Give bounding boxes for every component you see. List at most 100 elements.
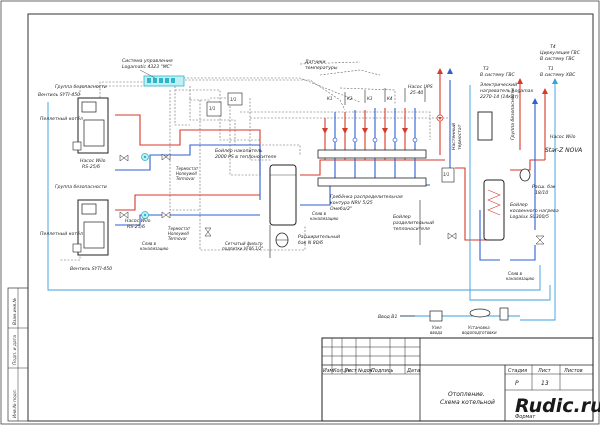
- water-meter-a: Узел: [432, 325, 442, 330]
- tb-title-2: Схема котельной: [440, 399, 495, 406]
- expansion-tank-a: Расш. бак: [532, 184, 556, 190]
- buffer-tank-a: Бойлер накопитель: [215, 148, 263, 154]
- stamp-sign-date: Подп. и дата: [12, 335, 18, 365]
- tb-header-4: Подпись: [371, 368, 394, 374]
- flow-arrows: [437, 68, 558, 104]
- t1-label: T1: [548, 66, 554, 72]
- buffer-tank-b: 2000 PS в теплоносителе: [215, 154, 276, 160]
- top-notes-b: температуры: [305, 66, 338, 71]
- watermark: Rudic.ru: [515, 395, 600, 417]
- water-inlet-group: [400, 307, 509, 322]
- thermostat-2-a: Термостат: [168, 226, 191, 231]
- drawing-frame: [27, 13, 594, 422]
- fan-2-label: Вентиль SYTI-450: [70, 266, 112, 272]
- safety-valve-label: Группа безопасности: [510, 88, 516, 140]
- drain-2-b: канализацию: [310, 216, 339, 221]
- pump-ups-a: Насос UPS: [408, 84, 433, 90]
- relay-box-2: [227, 92, 243, 106]
- thermostat-1-b: Honeywell: [176, 171, 198, 176]
- tb-sheet-value: 13: [541, 380, 549, 387]
- tb-header-2: Лист: [343, 368, 358, 374]
- distribution-b: контура NRV 5/25: [330, 200, 373, 206]
- pump-2: [141, 211, 149, 219]
- heater-c: 2270-14 (14кВт): [480, 94, 519, 100]
- boiler-ind-c: Logalux SU300/5: [510, 214, 549, 220]
- t4-detail: В систему ГВС: [540, 56, 576, 62]
- pump-1: [141, 153, 149, 161]
- relay-box-3-label: 1/1: [443, 172, 449, 177]
- tb-stage-value: Р: [515, 380, 519, 387]
- relay-box-1: [206, 101, 222, 117]
- loop-2-label: К2: [347, 96, 353, 101]
- tb-title-1: Отопление.: [448, 391, 485, 398]
- tb-header-5: Дата: [406, 368, 420, 374]
- thermostat-1-c: Termovar: [176, 176, 195, 181]
- control-unit: [143, 75, 185, 87]
- boiler-ind-a: Бойлер: [510, 202, 528, 208]
- title-block: [321, 337, 594, 422]
- expansion-b: бак N 80/6: [298, 240, 323, 246]
- t4-detail2: Циркуляция ГВС: [540, 50, 581, 56]
- t1-detail: В систему ХВС: [540, 72, 576, 78]
- relay-box-3: [441, 167, 455, 183]
- control-system-title: Система управления: [122, 58, 173, 64]
- tb-header-0: Изм.: [323, 368, 335, 374]
- softener-a: Установка: [468, 325, 490, 330]
- pump-wilo-a: Насос Wilo: [550, 134, 576, 140]
- side-stamp: Взам.инв.№ Подп. и дата Инв.№ подл.: [7, 287, 29, 422]
- expansion-tank-b: 18/10: [535, 190, 548, 196]
- wall-thermostat-a: Настенный: [451, 123, 457, 150]
- thermostat-1-a: Термостат: [176, 166, 199, 171]
- control-system-leader: [139, 69, 156, 79]
- boiler-ind-b: косвенного нагрева: [510, 209, 559, 214]
- tb-header-1: Кол.уч: [333, 368, 350, 374]
- relay-box-1-label: 1/1: [209, 106, 215, 111]
- safety-group-2-label: Группа безопасности: [55, 184, 107, 190]
- tb-format: Формат: [515, 414, 536, 420]
- mesh-filter-a: Сетчатый фильтр: [225, 241, 263, 246]
- boiler-2-label: Пеллетный котёл: [40, 231, 83, 237]
- boiler-right-c: теплоносителя: [393, 227, 430, 232]
- mesh-filter-b: подпитки VF06 1/2": [222, 246, 263, 251]
- distribution-manifold: [317, 128, 427, 187]
- loop-1-label: К1: [327, 96, 332, 101]
- wall-thermostat-b: термостат: [458, 124, 463, 150]
- softener-b: водоподготовки: [462, 330, 497, 335]
- control-system-model: Logamatic 4323 "MC": [122, 64, 172, 70]
- drain-1-b: канализацию: [140, 246, 169, 251]
- pump-1-model: RS-25/6: [82, 164, 100, 170]
- boiler-right-b: разделительный: [392, 220, 434, 226]
- water-meter-b: ввода: [430, 330, 443, 335]
- distribution-c: Омеба/2": [330, 206, 352, 212]
- drain-3-a: Слив в: [508, 271, 523, 276]
- loop-3-label: К3: [367, 96, 373, 101]
- stamp-inv-orig: Инв.№ подл.: [12, 389, 18, 418]
- pump-1-label: Насос Wilo: [80, 158, 106, 164]
- pump-ups: [436, 114, 444, 122]
- distribution-a: Гребёнка распределительная: [330, 194, 403, 200]
- water-in-label: Ввод В1: [378, 314, 397, 320]
- tb-col-stage: Стадия: [508, 368, 527, 374]
- control-wiring: [60, 61, 451, 261]
- tb-col-sheet: Лист: [537, 368, 552, 374]
- drain-3-b: канализацию: [506, 276, 535, 281]
- drain-1-a: Слив в: [142, 241, 157, 246]
- electric-heater: [477, 111, 493, 141]
- boiler-1-label: Пеллетный котёл: [40, 116, 83, 122]
- dhw-expansion-tank: [519, 168, 531, 182]
- stamp-inv-dup: Взам.инв.№: [12, 298, 18, 325]
- dark-connectors: [269, 88, 426, 258]
- pellet-boiler-1: [72, 97, 109, 154]
- fan-1-label: Вентиль SYTI-450: [38, 92, 80, 98]
- tb-header-3: №док.: [357, 368, 374, 374]
- heater-b: нагреватель Logamax: [480, 88, 533, 94]
- top-notes-a: Датчики: [304, 59, 326, 65]
- heater-a: Электрический: [479, 82, 517, 88]
- relay-box-2-label: 1/1: [230, 97, 236, 102]
- boiler-right-a: Бойлер: [393, 214, 411, 220]
- buffer-tank: [269, 164, 297, 226]
- pump-ups-b: 25-40: [410, 90, 423, 96]
- t3-detail: В систему ГВС: [480, 72, 516, 78]
- return-pipes: [115, 80, 536, 261]
